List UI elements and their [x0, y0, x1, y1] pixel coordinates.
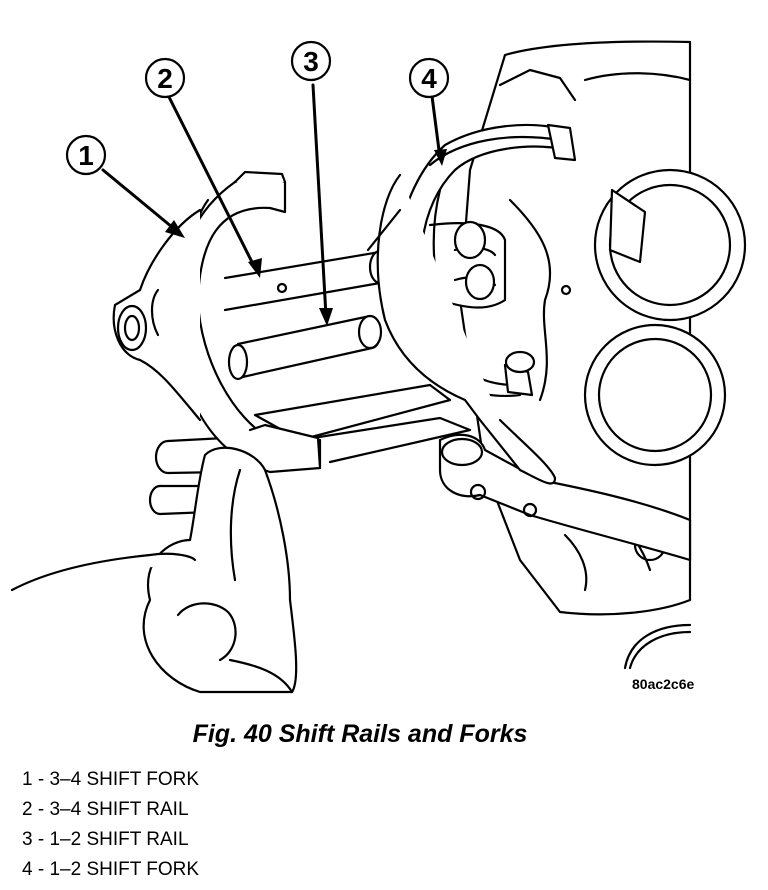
- callout-number-1: 1: [78, 140, 94, 171]
- case-edge-detail: [623, 623, 692, 670]
- arrowhead-3: [319, 308, 333, 326]
- leader-lines: [101, 83, 442, 318]
- legend-list: 1 - 3–4 SHIFT FORK 2 - 3–4 SHIFT RAIL 3 …: [22, 765, 199, 885]
- leader-1: [101, 168, 180, 234]
- leader-2: [166, 93, 257, 270]
- legend-label: 3–4 SHIFT FORK: [49, 769, 200, 790]
- legend-separator: -: [32, 829, 50, 850]
- leader-4: [430, 94, 442, 160]
- arrowhead-2: [248, 258, 262, 278]
- shift-rail-1-2: [227, 314, 383, 381]
- legend-item: 3 - 1–2 SHIFT RAIL: [22, 825, 199, 855]
- legend-separator: -: [32, 799, 50, 820]
- legend-item: 4 - 1–2 SHIFT FORK: [22, 855, 199, 885]
- callout-circle-4: [408, 57, 450, 99]
- hand: [10, 446, 298, 694]
- arrowhead-4: [434, 149, 447, 166]
- callout-number-4: 4: [421, 63, 437, 94]
- shift-fork-3-4: [112, 170, 322, 474]
- shift-rails-forks-illustration: 1 2 3 4 80ac2c6e: [10, 40, 747, 694]
- legend-label: 3–4 SHIFT RAIL: [49, 799, 189, 820]
- image-code: 80ac2c6e: [632, 676, 695, 692]
- legend-item: 2 - 3–4 SHIFT RAIL: [22, 795, 199, 825]
- callout-circle-2: [144, 57, 186, 99]
- legend-item: 1 - 3–4 SHIFT FORK: [22, 765, 199, 795]
- legend-number: 4: [22, 859, 33, 880]
- support-rails: [428, 220, 507, 309]
- figure-caption: Fig. 40 Shift Rails and Forks: [192, 720, 528, 748]
- legend-number: 2: [22, 799, 33, 820]
- shift-fork-1-2: [366, 123, 577, 485]
- legend-label: 1–2 SHIFT FORK: [49, 859, 200, 880]
- legend-separator: -: [32, 769, 50, 790]
- arrowhead-1: [165, 220, 185, 238]
- lower-lever: [438, 433, 692, 562]
- legend-separator: -: [32, 859, 50, 880]
- callout-number-3: 3: [303, 46, 319, 77]
- callout-circle-1: [65, 134, 107, 176]
- leader-arrowheads: [165, 149, 447, 326]
- callout-circle-3: [290, 40, 332, 82]
- legend-label: 1–2 SHIFT RAIL: [49, 829, 189, 850]
- leader-3: [311, 83, 328, 318]
- legend-number: 1: [22, 769, 33, 790]
- legend-number: 3: [22, 829, 33, 850]
- callout-number-2: 2: [157, 63, 173, 94]
